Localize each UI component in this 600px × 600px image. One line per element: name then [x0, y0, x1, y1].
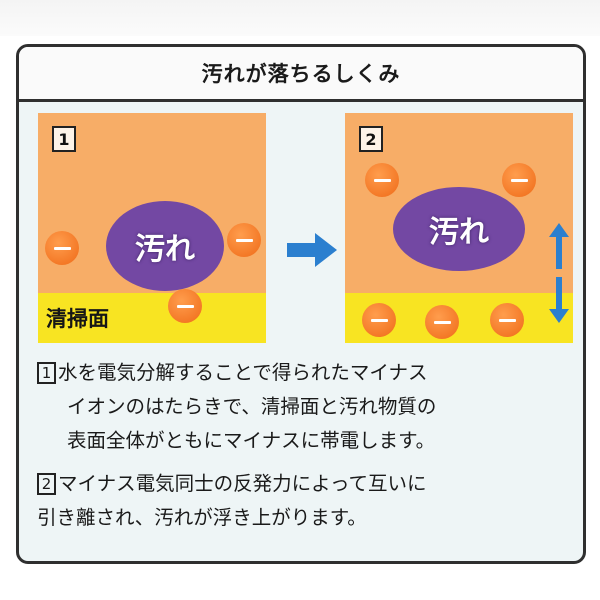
surface-label: 清掃面	[46, 307, 109, 331]
description-line: 表面全体がともにマイナスに帯電します。	[67, 429, 436, 452]
arrow-right-icon	[287, 233, 337, 267]
panel-number: 1	[52, 126, 76, 152]
description-line: 引き離され、汚れが浮き上がります。	[37, 506, 367, 529]
description-number: 1	[37, 362, 56, 384]
arrow-down-icon	[549, 277, 569, 323]
panel-after: 2 汚れ	[345, 113, 573, 343]
dirt-blob: 汚れ	[106, 201, 224, 291]
minus-ion-icon	[227, 223, 261, 257]
minus-ion-icon	[490, 303, 524, 337]
minus-ion-icon	[168, 289, 202, 323]
minus-ion-icon	[362, 303, 396, 337]
page-top-band	[0, 0, 600, 36]
dirt-label: 汚れ	[135, 232, 195, 267]
arrow-up-icon	[549, 223, 569, 269]
cleaning-surface	[38, 293, 266, 343]
description-text: マイナス電気同士の反発力によって互いに	[58, 472, 427, 495]
page-title: 汚れが落ちるしくみ	[201, 62, 401, 86]
dirt-blob: 汚れ	[393, 187, 525, 271]
minus-ion-icon	[365, 163, 399, 197]
title-bar: 汚れが落ちるしくみ	[19, 47, 583, 102]
description-text: 水を電気分解することで得られたマイナス	[58, 361, 428, 384]
minus-ion-icon	[425, 305, 459, 339]
description-number: 2	[37, 473, 56, 495]
minus-ion-icon	[502, 163, 536, 197]
description-line: イオンのはたらきで、清掃面と汚れ物質の	[67, 395, 437, 418]
panel-before: 1 汚れ 清掃面	[38, 113, 266, 343]
minus-ion-icon	[45, 231, 79, 265]
dirt-label: 汚れ	[429, 215, 489, 250]
mechanism-frame: 汚れが落ちるしくみ 1 汚れ 清掃面 2 汚れ	[16, 44, 586, 564]
panel-number: 2	[359, 126, 383, 152]
